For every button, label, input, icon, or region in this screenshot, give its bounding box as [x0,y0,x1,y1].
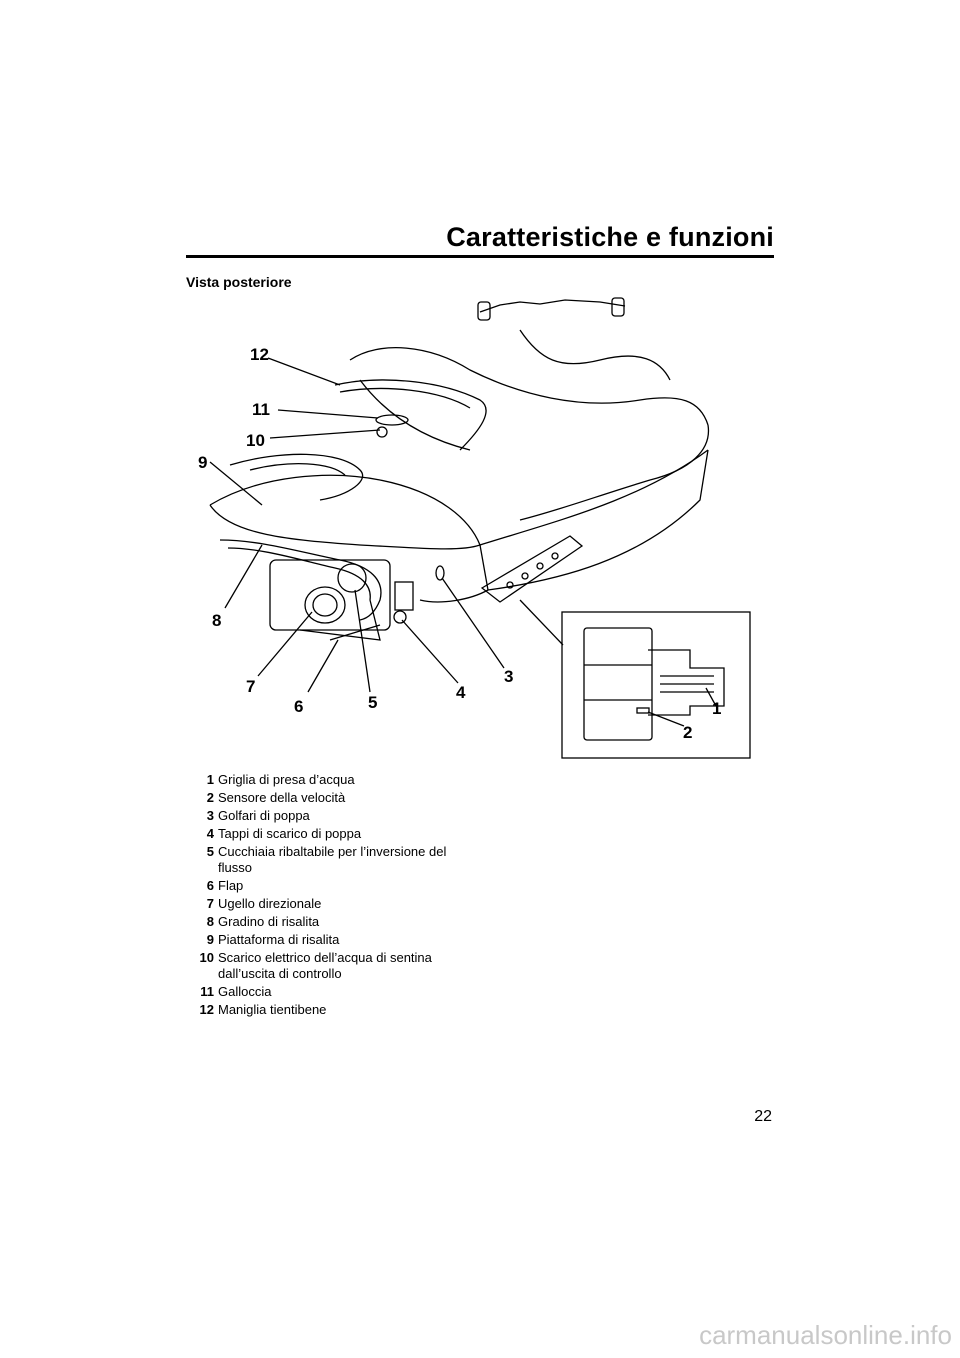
legend-item: 10 Scarico elettrico dell’acqua di senti… [186,950,486,982]
legend-number: 12 [199,1002,214,1017]
legend-number: 7 [206,896,214,911]
callout-3: 3 [504,667,513,686]
legend-number: 11 [200,984,214,999]
legend-number: 3 [206,808,214,823]
legend-number: 4 [206,826,214,841]
handlebar-icon [479,299,626,313]
callout-7: 7 [246,677,255,696]
page-title: Caratteristiche e funzioni [446,222,774,252]
parts-legend: 1 Griglia di presa d’acqua 2 Sensore del… [186,772,486,1020]
callout-6: 6 [294,697,303,716]
legend-number: 2 [206,790,214,805]
legend-text: Griglia di presa d’acqua [218,772,355,787]
legend-item: 2 Sensore della velocità [186,790,486,806]
legend-item: 12 Maniglia tientibene [186,1002,486,1018]
legend-text: Piattaforma di risalita [218,932,340,947]
callout-4: 4 [456,683,466,702]
legend-item: 11 Galloccia [186,984,486,1000]
legend-text: Maniglia tientibene [218,1002,327,1017]
legend-text: Golfari di poppa [218,808,310,823]
legend-number: 9 [206,932,214,947]
legend-item: 5 Cucchiaia ribaltabile per l’inversione… [186,844,486,876]
callout-12: 12 [250,345,269,364]
callout-8: 8 [212,611,221,630]
legend-number: 8 [206,914,214,929]
legend-item: 9 Piattaforma di risalita [186,932,486,948]
legend-item: 4 Tappi di scarico di poppa [186,826,486,842]
legend-text: Tappi di scarico di poppa [218,826,362,841]
legend-text: Cucchiaia ribaltabile per l’inversione d… [218,844,447,875]
callout-5: 5 [368,693,377,712]
legend-number: 1 [206,772,214,787]
legend-text: Scarico elettrico dell’acqua di sentina … [218,950,432,981]
legend-item: 8 Gradino di risalita [186,914,486,930]
callout-9: 9 [198,453,207,472]
legend-item: 6 Flap [186,878,486,894]
legend-text: Gradino di risalita [218,914,320,929]
legend-text: Ugello direzionale [218,896,322,911]
intake-grate-detail-box [561,611,751,759]
legend-item: 7 Ugello direzionale [186,896,486,912]
legend-item: 1 Griglia di presa d’acqua [186,772,486,788]
callout-10: 10 [246,431,265,450]
legend-text: Flap [218,878,244,893]
legend-number: 5 [206,844,214,859]
legend-number: 10 [199,950,214,965]
header-rule [186,255,774,258]
legend-text: Galloccia [218,984,272,999]
legend-item: 3 Golfari di poppa [186,808,486,824]
legend-number: 6 [206,878,214,893]
callout-2: 2 [683,723,692,742]
callout-1: 1 [712,699,721,718]
legend-text: Sensore della velocità [218,790,346,805]
watermark: carmanualsonline.info [699,1320,952,1350]
callout-11: 11 [252,400,270,419]
page-number: 22 [754,1108,772,1125]
section-title: Vista posteriore [186,274,292,290]
